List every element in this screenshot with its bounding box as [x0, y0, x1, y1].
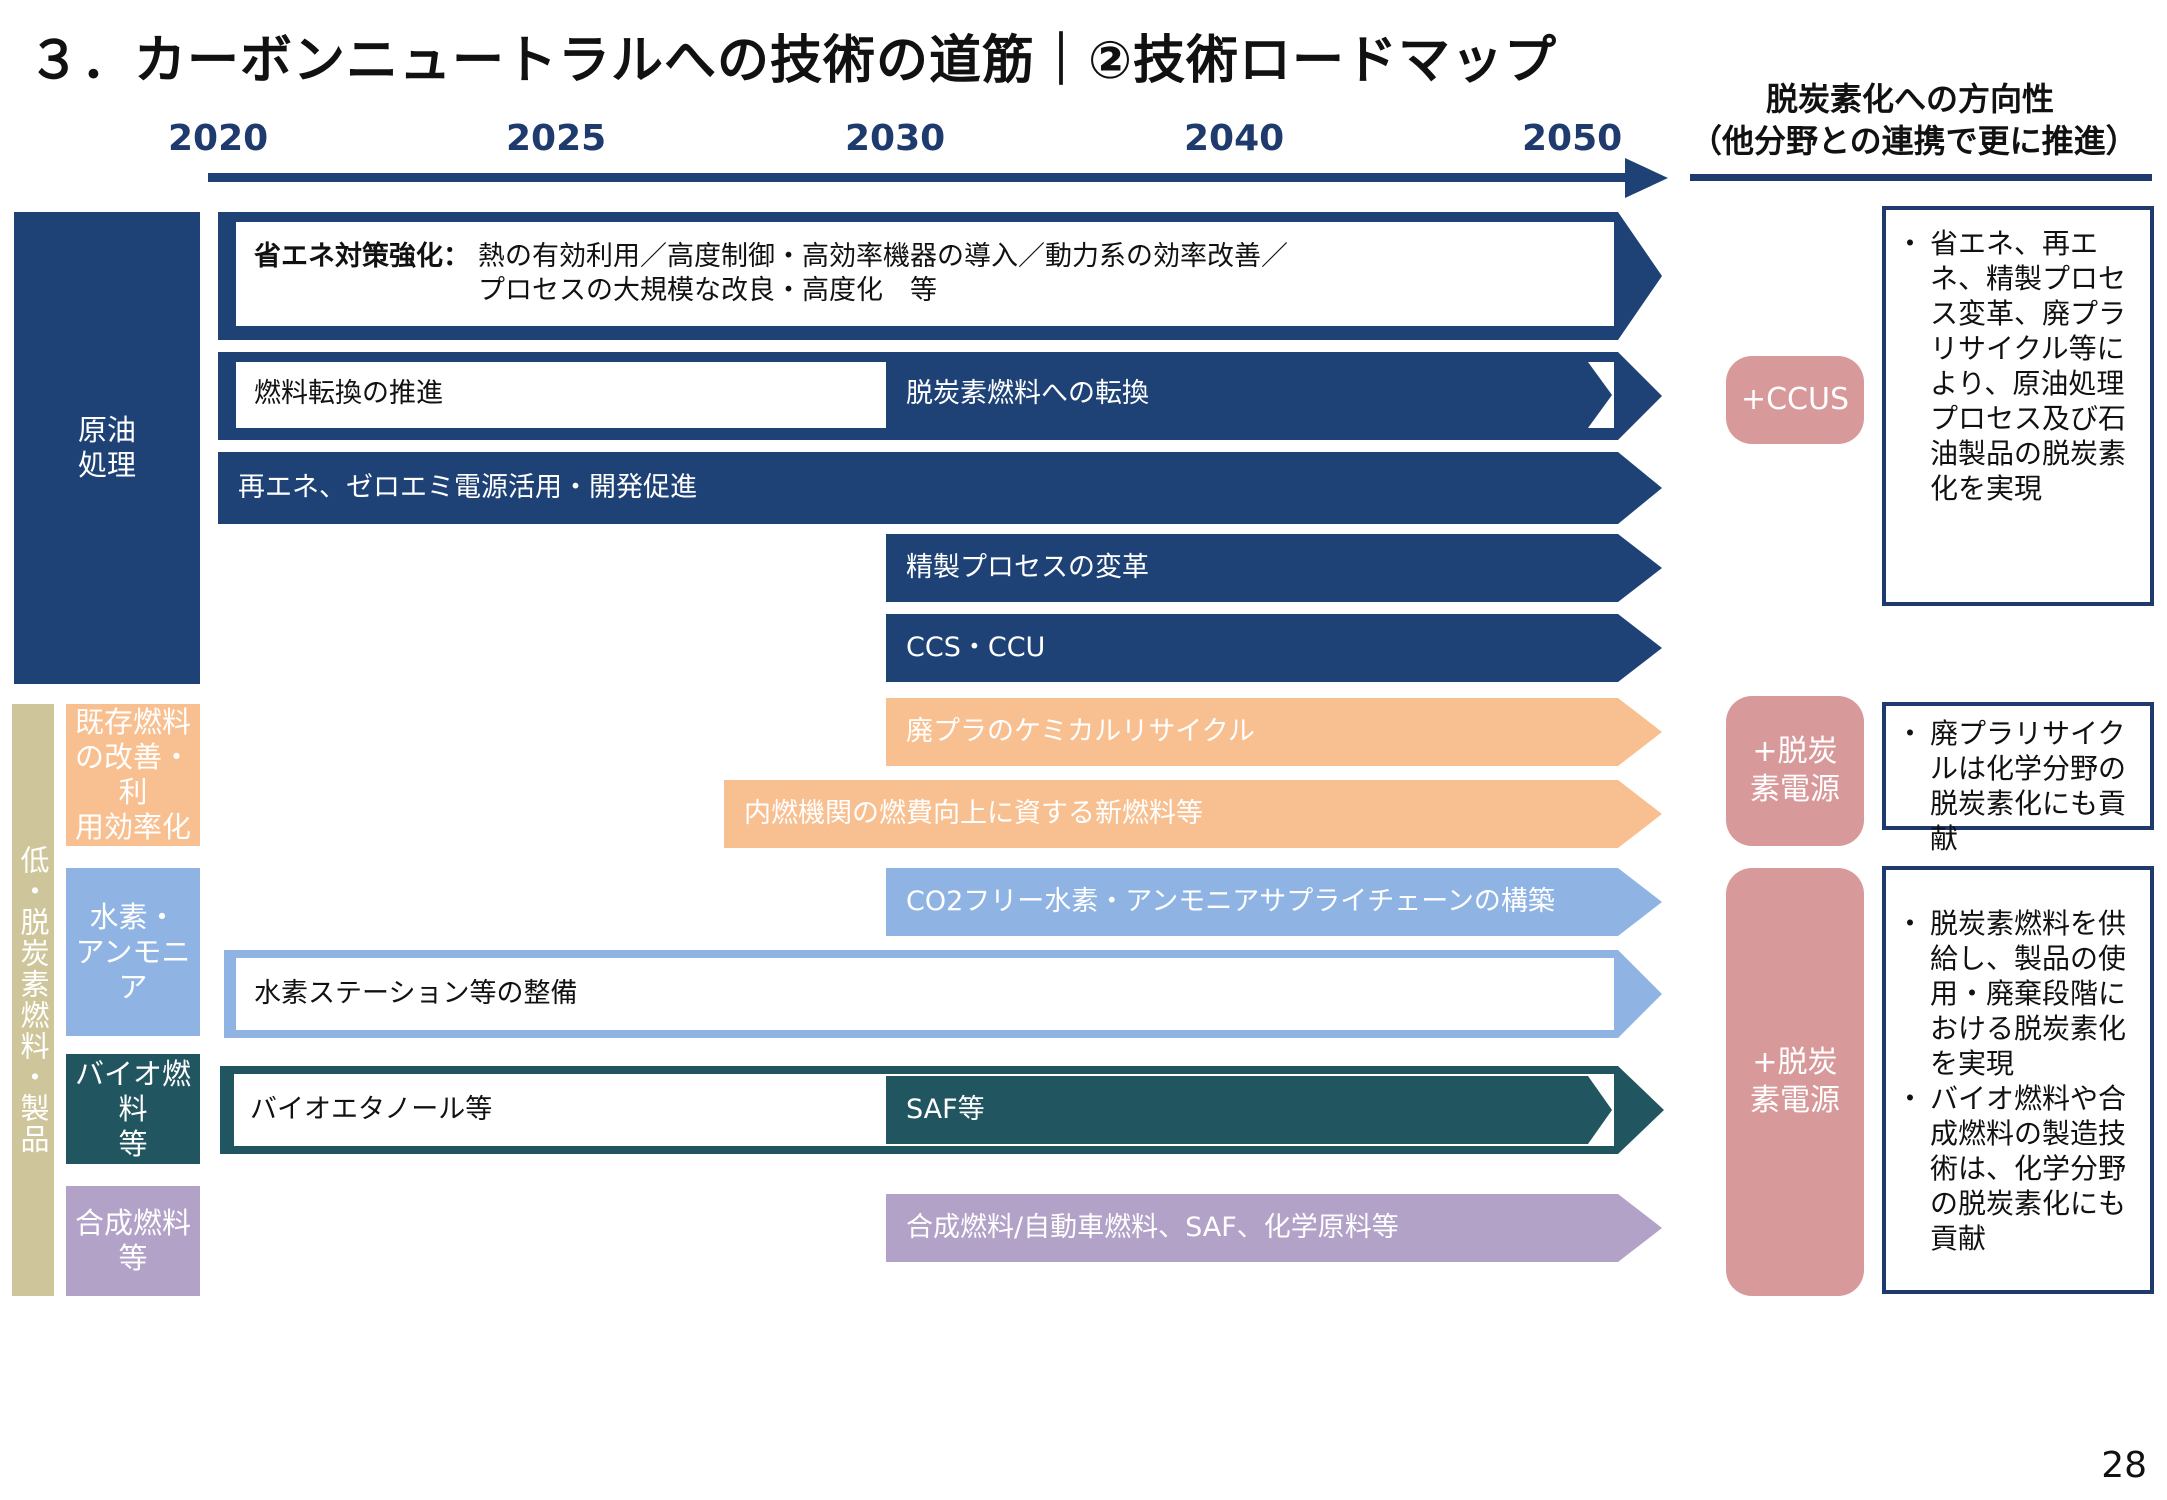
direction-box-crude: 省エネ、再エネ、精製プロセス変革、廃プラリサイクル等により、原油処理プロセス及び… — [1882, 206, 2154, 606]
direction-box-products: 脱炭素燃料を供給し、製品の使用・廃棄段階における脱炭素化を実現 バイオ燃料や合成… — [1882, 866, 2154, 1294]
direction-box-existing: 廃プラリサイクルは化学分野の脱炭素化にも貢献 — [1882, 702, 2154, 855]
category-hydrogen-ammonia: 水素・ アンモニア — [66, 868, 200, 1036]
energy-saving-label: 省エネ対策強化： — [254, 241, 470, 272]
direction-box-crude-item: 省エネ、再エネ、精製プロセス変革、廃プラリサイクル等により、原油処理プロセス及び… — [1896, 226, 2136, 506]
synthetic-fuels-bar — [886, 1194, 1662, 1262]
category-biofuels: バイオ燃料 等 — [66, 1054, 200, 1164]
ccus-pill: +CCUS — [1726, 356, 1864, 444]
page-title: ３．カーボンニュートラルへの技術の道筋｜②技術ロードマップ — [28, 31, 1558, 91]
decarb-fuel-text: 脱炭素燃料への転換 — [906, 378, 1149, 409]
refining-process-text: 精製プロセスの変革 — [906, 552, 1149, 583]
year-2030: 2030 — [845, 118, 946, 159]
category-low-carbon-fuels-band — [12, 704, 54, 1296]
ccs-ccu-bar — [886, 614, 1662, 682]
year-2040: 2040 — [1184, 118, 1285, 159]
refining-process-bar — [886, 534, 1662, 602]
ccs-ccu-text: CCS・CCU — [906, 632, 1046, 663]
direction-header-line1: 脱炭素化への方向性 — [1765, 80, 2054, 118]
fuel-switch-text: 燃料転換の推進 — [254, 378, 443, 409]
page-number: 28 — [2101, 1445, 2147, 1486]
energy-saving-bar-inner — [236, 222, 1614, 326]
co2-free-hydrogen-bar — [886, 868, 1662, 936]
plastic-recycling-bar — [886, 698, 1662, 766]
hydrogen-stations-text: 水素ステーション等の整備 — [254, 978, 578, 1009]
timeline-axis — [208, 173, 1630, 182]
category-crude-processing: 原油 処理 — [14, 212, 200, 684]
direction-header-underline — [1690, 174, 2152, 181]
decarb-fuel-arrow — [886, 362, 1612, 428]
year-2050: 2050 — [1522, 118, 1623, 159]
ice-fuels-bar — [724, 780, 1662, 848]
category-existing-fuels: 既存燃料 の改善・利 用効率化 — [66, 704, 200, 846]
renewables-bar — [218, 452, 1662, 524]
direction-header-line2: （他分野との連携で更に推進） — [1690, 122, 2138, 160]
hydrogen-stations-bar-inner — [236, 958, 1614, 1030]
category-synthetic-fuels: 合成燃料 等 — [66, 1186, 200, 1296]
synthetic-fuels-text: 合成燃料/自動車燃料、SAF、化学原料等 — [906, 1212, 1399, 1243]
renewables-text: 再エネ、ゼロエミ電源活用・開発促進 — [238, 472, 697, 503]
direction-header: 脱炭素化への方向性 （他分野との連携で更に推進） — [1690, 78, 2138, 162]
plastic-recycling-text: 廃プラのケミカルリサイクル — [906, 716, 1255, 747]
direction-box-existing-item: 廃プラリサイクルは化学分野の脱炭素化にも貢献 — [1896, 716, 2136, 856]
decarb-power-pill-2: +脱炭 素電源 — [1726, 868, 1864, 1296]
category-low-carbon-fuels: 低・脱炭素燃料・製品 — [16, 845, 50, 1155]
energy-saving-text-line1: 熱の有効利用／高度制御・高効率機器の導入／動力系の効率改善／ — [478, 241, 1288, 272]
year-2020: 2020 — [168, 118, 269, 159]
saf-text: SAF等 — [906, 1094, 985, 1125]
decarb-power-pill-1: +脱炭 素電源 — [1726, 696, 1864, 846]
timeline-arrowhead — [1625, 158, 1668, 198]
ice-fuels-text: 内燃機関の燃費向上に資する新燃料等 — [744, 798, 1203, 829]
co2-free-hydrogen-text: CO2フリー水素・アンモニアサプライチェーンの構築 — [906, 886, 1555, 917]
year-2025: 2025 — [506, 118, 607, 159]
direction-box-products-item-1: 脱炭素燃料を供給し、製品の使用・廃棄段階における脱炭素化を実現 — [1896, 906, 2136, 1081]
bioethanol-text: バイオエタノール等 — [250, 1094, 493, 1125]
direction-box-products-item-2: バイオ燃料や合成燃料の製造技術は、化学分野の脱炭素化にも貢献 — [1896, 1081, 2136, 1256]
energy-saving-text-line2: プロセスの大規模な改良・高度化 等 — [478, 275, 937, 306]
saf-arrow — [886, 1076, 1612, 1144]
